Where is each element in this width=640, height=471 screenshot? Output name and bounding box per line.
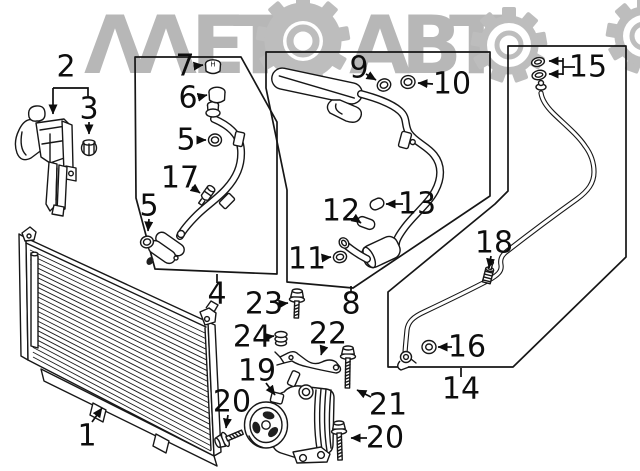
callout-21-arrow-0 — [356, 389, 372, 399]
panel-suction-hose — [134, 56, 278, 275]
o-ring-9-drawing — [376, 78, 392, 92]
bolt-20-left-drawing — [214, 429, 244, 449]
bolt-20-right-drawing — [330, 420, 348, 461]
callout-15-label: 15 — [569, 50, 607, 85]
panel-discharge-hose — [265, 51, 491, 289]
callout-20-right-label: 20 — [366, 421, 404, 456]
reservoir-bracket-drawing — [14, 105, 77, 217]
watermark-gear-icon-1 — [470, 7, 548, 83]
o-ring-11-drawing — [332, 250, 348, 264]
callout-21-label: 21 — [369, 388, 407, 423]
o-ring-16-drawing — [421, 339, 437, 355]
callout-10-label: 10 — [433, 67, 471, 102]
callout-3-label: 3 — [79, 92, 98, 127]
cap-24 — [274, 330, 288, 347]
callout-13-label: 13 — [398, 187, 436, 222]
compressor-pulley — [243, 401, 289, 449]
bolts — [214, 288, 357, 461]
callout-18-arrow-0 — [486, 255, 496, 269]
callout-5-lower-label: 5 — [139, 189, 158, 224]
callout-22-arrow-0 — [319, 344, 329, 356]
callout-9-arrow-0 — [365, 71, 377, 81]
callout-12-label: 12 — [322, 194, 360, 229]
callout-1-label: 1 — [77, 419, 96, 454]
callout-20-left-arrow-0 — [222, 414, 232, 429]
callout-5-lower-arrow-0 — [144, 218, 154, 232]
callout-23-arrow-0 — [278, 299, 289, 309]
callout-7-arrow-0 — [193, 61, 204, 71]
callout-6-arrow-0 — [196, 92, 208, 102]
callout-4-label: 4 — [207, 277, 226, 312]
watermark-letter-4: А — [349, 0, 411, 92]
callout-12-arrow-0 — [350, 213, 362, 224]
callout-5-upper-label: 5 — [176, 123, 195, 158]
callout-17-arrow-0 — [189, 183, 201, 194]
watermark-letter-1: Λ — [135, 0, 197, 92]
callout-22-label: 22 — [309, 317, 347, 352]
condenser-fins — [29, 249, 212, 452]
callout-14-label: 14 — [442, 372, 480, 407]
o-rings — [139, 56, 547, 355]
panel-liquid-line — [387, 45, 627, 368]
orifice-pellet-13 — [369, 197, 385, 211]
callout-17-label: 17 — [161, 161, 199, 196]
watermark-gear-icon-0 — [255, 0, 351, 87]
callout-24-arrow-0 — [264, 332, 275, 342]
callout-23-label: 23 — [245, 287, 283, 322]
callout-11-label: 11 — [288, 242, 326, 277]
o-ring-5-upper-drawing — [207, 133, 223, 147]
callout-10-arrow-0 — [417, 79, 434, 89]
watermark-letter-5: В — [401, 0, 462, 92]
suction-hose-drawing: H — [146, 59, 246, 265]
mount-bracket-22 — [274, 351, 342, 374]
panel-outlines — [134, 45, 627, 368]
discharge-hose-drawing — [271, 67, 445, 269]
watermark-gear-icon-2 — [605, 0, 640, 74]
callout-7-label: 7 — [175, 49, 194, 84]
bolt-23-drawing — [288, 288, 306, 319]
callout-1-arrow-0 — [91, 407, 103, 423]
o-ring-15-lower-drawing — [531, 69, 547, 81]
o-ring-5-lower-drawing — [139, 235, 155, 249]
callout-19-label: 19 — [238, 354, 276, 389]
callout-24-label: 24 — [233, 320, 271, 355]
callout-11-arrow-0 — [321, 253, 332, 263]
condenser-drawing — [18, 226, 222, 467]
pressure-switch-17 — [197, 184, 216, 207]
o-ring-15-upper-drawing — [530, 56, 546, 68]
callout-2-leader-0 — [53, 87, 89, 96]
callout-20-left-label: 20 — [213, 385, 251, 420]
callout-19-arrow-0 — [265, 382, 276, 396]
callout-18-label: 18 — [475, 226, 513, 261]
callout-8-label: 8 — [341, 287, 360, 322]
compressor-drawing — [214, 288, 357, 464]
cap-7-marking: H — [210, 61, 215, 69]
liquid-line-drawing — [397, 79, 597, 371]
callout-9-label: 9 — [349, 51, 368, 86]
callout-16-label: 16 — [448, 330, 486, 365]
callout-2-label: 2 — [56, 50, 75, 85]
o-ring-10-drawing — [400, 74, 416, 90]
callout-6-label: 6 — [178, 81, 197, 116]
grommet-drawing — [80, 139, 98, 157]
bolt-21-drawing — [339, 345, 357, 389]
